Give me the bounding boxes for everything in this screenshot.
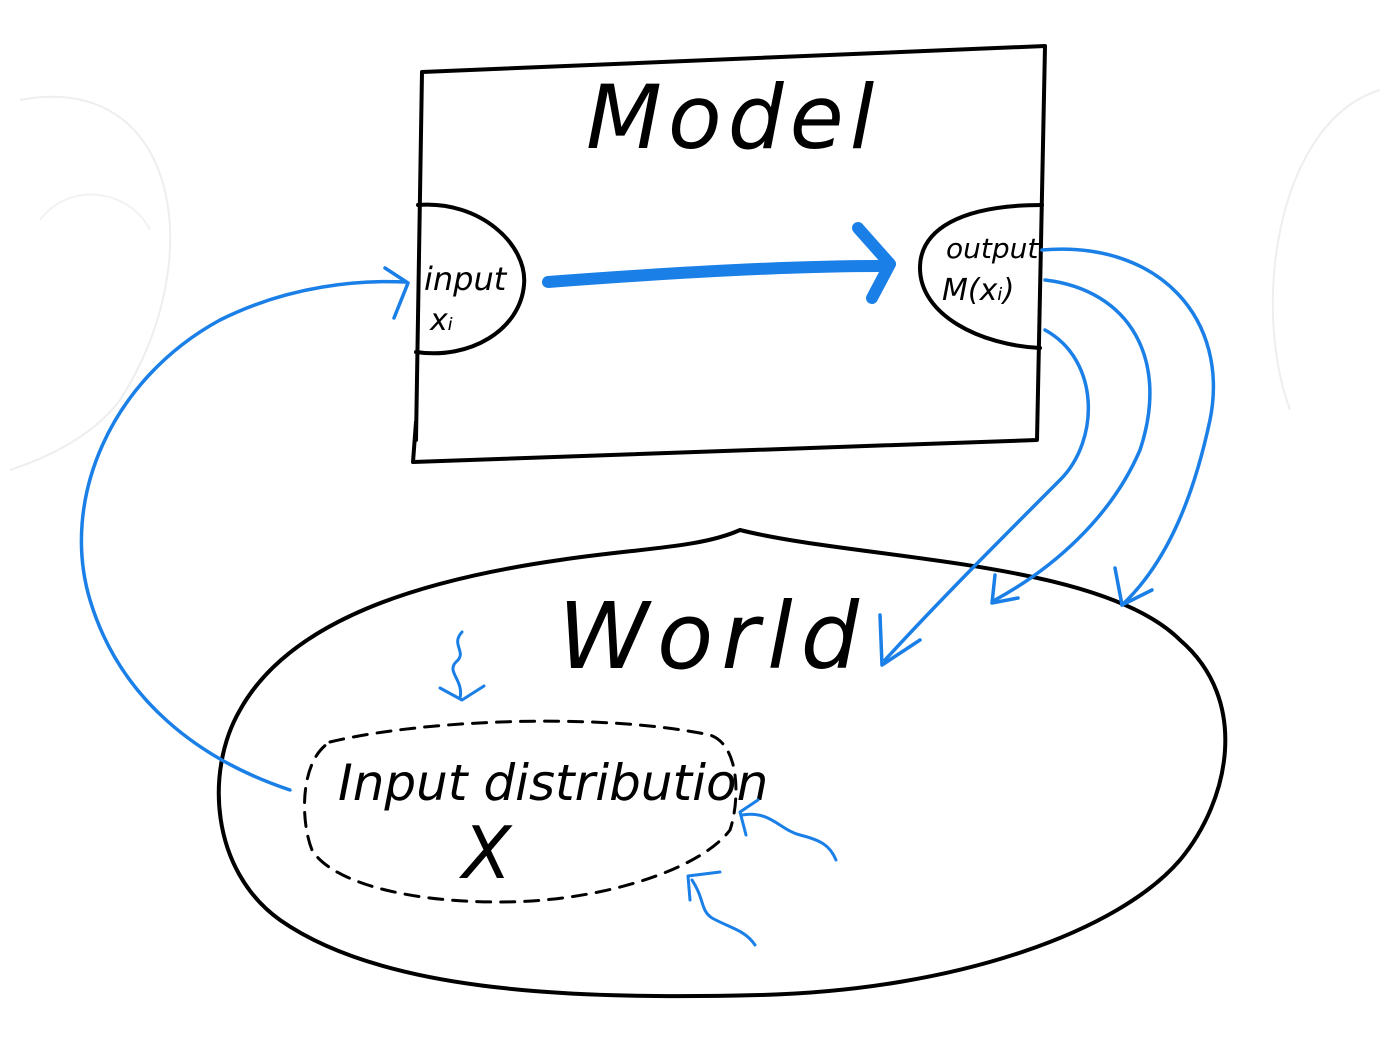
faint-background-strokes bbox=[9, 89, 1381, 471]
input-distribution-region bbox=[303, 719, 738, 904]
squiggle-arrow-right bbox=[738, 798, 838, 862]
world-title: World bbox=[558, 583, 867, 690]
output-variable: M(xᵢ) bbox=[942, 273, 1014, 308]
input-variable: xᵢ bbox=[429, 303, 453, 338]
output-port bbox=[918, 203, 1044, 350]
input-to-output-arrow bbox=[542, 222, 896, 304]
input-distribution-variable: X bbox=[458, 811, 513, 895]
input-label: input bbox=[424, 260, 508, 298]
output-arrow-1 bbox=[878, 328, 1091, 667]
squiggle-arrow-bottom bbox=[686, 870, 757, 947]
output-arrow-3 bbox=[1040, 247, 1216, 607]
input-port bbox=[414, 202, 527, 356]
model-title: Model bbox=[586, 66, 880, 169]
feedback-arrow bbox=[79, 266, 410, 792]
output-label: output bbox=[946, 232, 1039, 265]
input-distribution-label: Input distribution bbox=[338, 754, 768, 812]
world-boundary bbox=[216, 528, 1228, 999]
squiggle-arrow-top bbox=[438, 630, 486, 702]
output-arrow-2 bbox=[990, 278, 1152, 605]
model-box bbox=[411, 44, 1047, 464]
